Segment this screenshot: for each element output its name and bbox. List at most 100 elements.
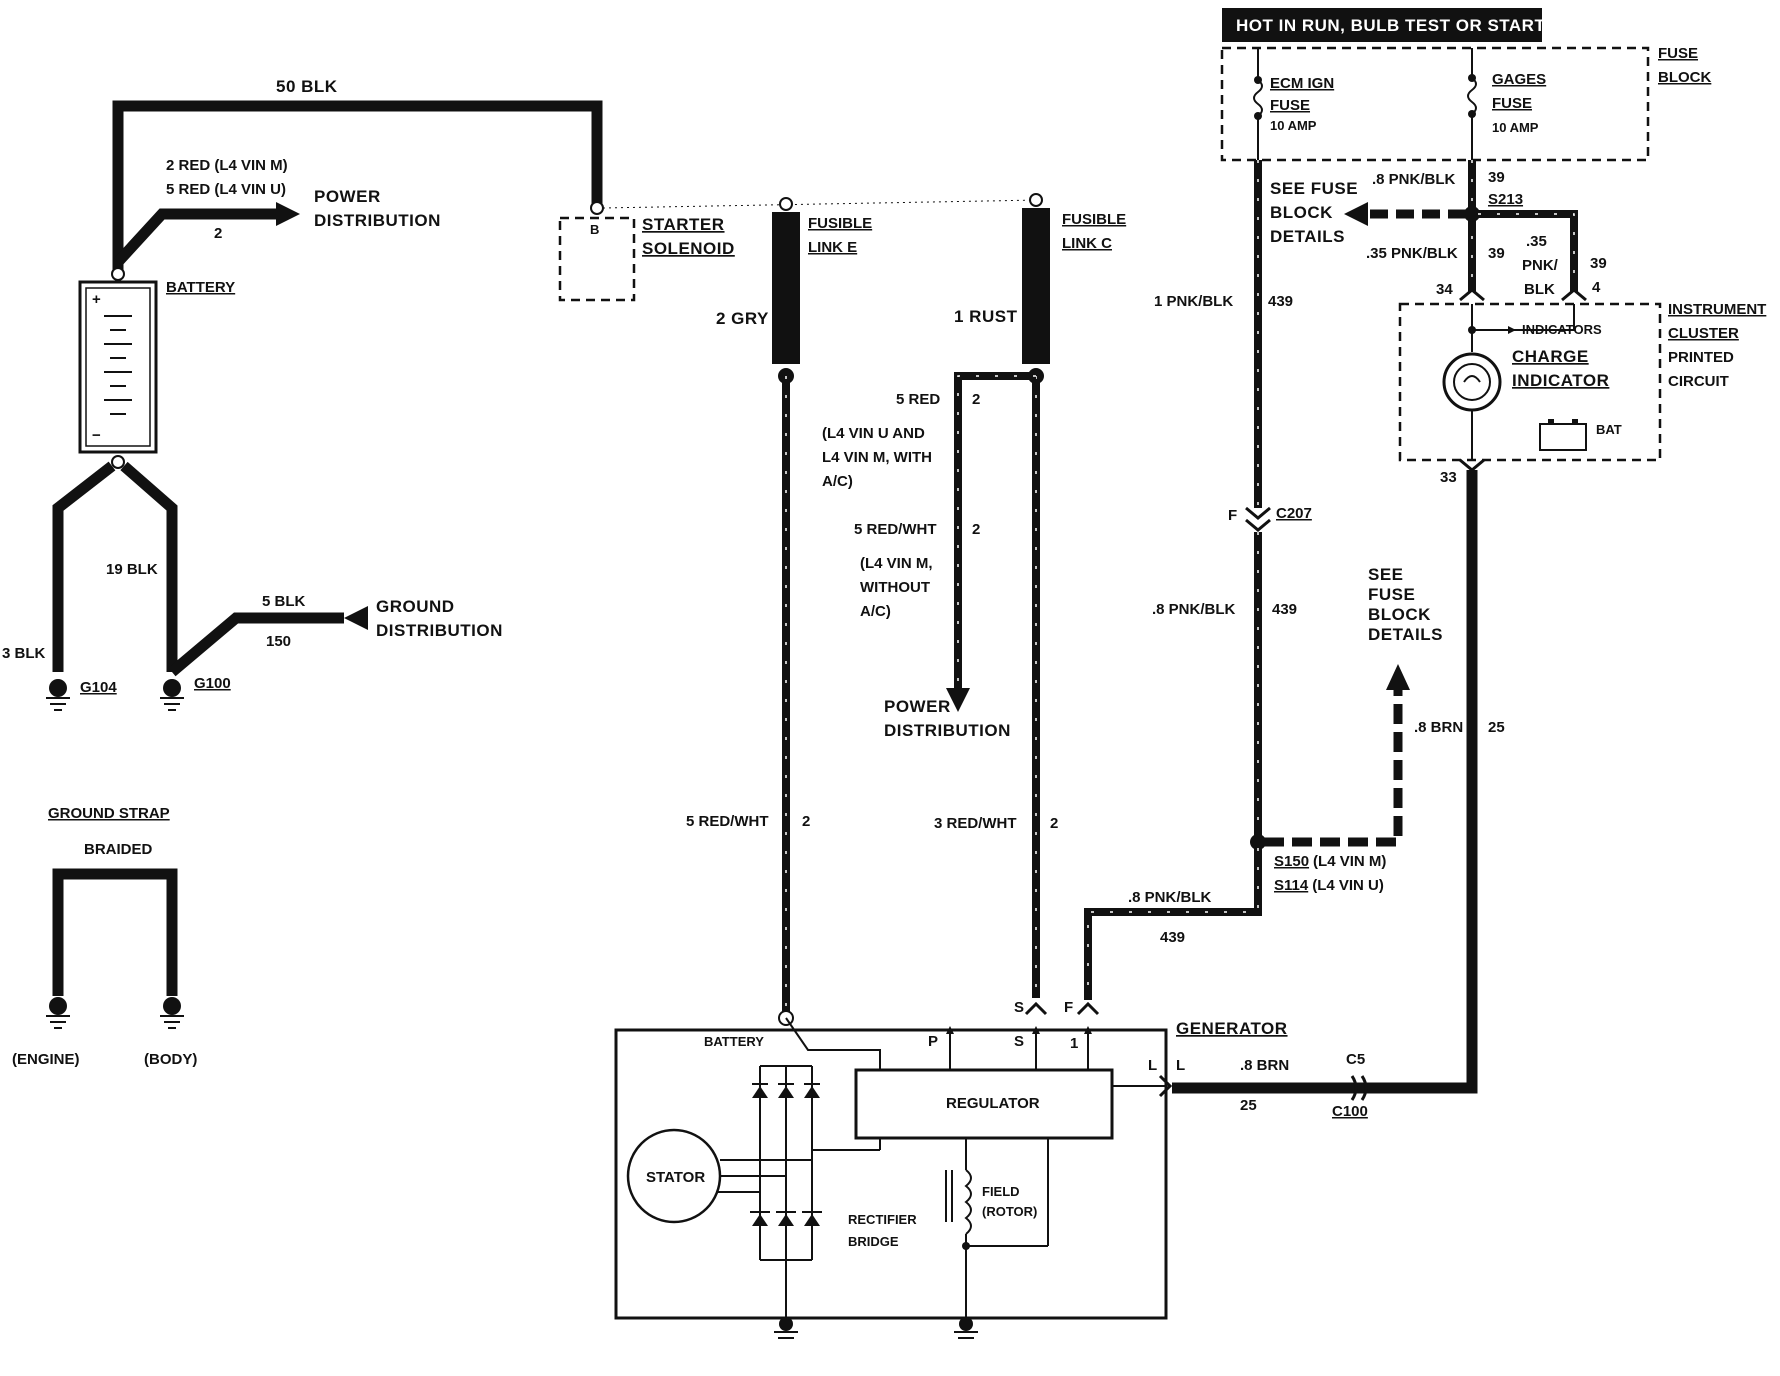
fusible-e-label-1: FUSIBLE bbox=[808, 215, 872, 232]
wire-5-blk bbox=[168, 612, 344, 677]
g104-label: G104 bbox=[80, 679, 117, 696]
starter-solenoid-box bbox=[558, 216, 636, 302]
mid-power-dist-2: DISTRIBUTION bbox=[884, 721, 1011, 740]
fusible-link-e: FUSIBLE LINK E 2 GRY bbox=[716, 197, 872, 384]
fusible-c-wire: 1 RUST bbox=[954, 307, 1018, 326]
starter-label-1: STARTER bbox=[642, 215, 725, 234]
regulator-label: REGULATOR bbox=[946, 1095, 1040, 1112]
s114-note: (L4 VIN U) bbox=[1312, 877, 1384, 894]
g100-ground-icon bbox=[160, 679, 184, 711]
ic-label-2: CLUSTER bbox=[1668, 325, 1739, 342]
circuit-150-label: 150 bbox=[266, 633, 291, 650]
wire-2red-label: 2 RED (L4 VIN M) bbox=[166, 157, 288, 174]
svg-text:+: + bbox=[92, 291, 101, 308]
pnk1-label: 1 PNK/BLK bbox=[1154, 293, 1233, 310]
red5-ckt: 2 bbox=[972, 391, 980, 408]
fusible-link-c: FUSIBLE LINK C 1 RUST bbox=[954, 193, 1126, 384]
see-lower-1: SEE bbox=[1368, 565, 1404, 584]
wire-50-blk bbox=[112, 100, 603, 272]
generator-label: GENERATOR bbox=[1176, 1019, 1288, 1038]
pnk8-label: .8 PNK/BLK bbox=[1372, 171, 1456, 188]
instrument-cluster-outline bbox=[1398, 302, 1662, 462]
body-label: (BODY) bbox=[144, 1051, 197, 1068]
starter-solenoid: B STARTER SOLENOID bbox=[558, 201, 735, 302]
generator-outline bbox=[614, 1028, 1168, 1320]
ground-strap-wire bbox=[52, 868, 178, 996]
starter-label-2: SOLENOID bbox=[642, 239, 735, 258]
power-dist-1: POWER bbox=[314, 187, 381, 206]
engine-ground-icon bbox=[46, 997, 70, 1029]
wire-5red-label: 5 RED (L4 VIN U) bbox=[166, 181, 286, 198]
ground-strap-sub: BRAIDED bbox=[84, 841, 153, 858]
wire-5blk-label: 5 BLK bbox=[262, 593, 306, 610]
gen-s: S bbox=[1014, 1033, 1024, 1050]
gen-l-out: L bbox=[1176, 1057, 1185, 1074]
right-drop-ckt: 2 bbox=[1050, 815, 1058, 832]
g104-ground-icon bbox=[46, 679, 70, 711]
s150-id: S150 bbox=[1274, 853, 1309, 870]
ckt39a-label: 39 bbox=[1488, 169, 1505, 186]
wire-3-blk bbox=[52, 461, 116, 672]
stator-label: STATOR bbox=[646, 1169, 705, 1186]
pin33-label: 33 bbox=[1440, 469, 1457, 486]
fuse-block-outline bbox=[1220, 46, 1650, 162]
see-fuse-3: DETAILS bbox=[1270, 227, 1345, 246]
generator: GENERATOR BATTERY S F P S 1 REGULATOR L bbox=[614, 999, 1368, 1339]
hot-in-run-banner: HOT IN RUN, BULB TEST OR START bbox=[1222, 8, 1545, 42]
gen-ckt25: 25 bbox=[1240, 1097, 1257, 1114]
wire-5-red-branch bbox=[954, 372, 1036, 690]
right-drop-label: 3 RED/WHT bbox=[934, 815, 1017, 832]
g100-label: G100 bbox=[194, 675, 231, 692]
ecm-fuse-line1: ECM IGN bbox=[1270, 75, 1334, 92]
note-noac-2: WITHOUT bbox=[860, 579, 930, 596]
s150-note: (L4 VIN M) bbox=[1313, 853, 1386, 870]
see-lower-3: BLOCK bbox=[1368, 605, 1431, 624]
pnk35b-2: PNK/ bbox=[1522, 257, 1559, 274]
power-dist-2: DISTRIBUTION bbox=[314, 211, 441, 230]
note-noac-3: A/C) bbox=[860, 603, 891, 620]
gen-ground-right-icon bbox=[954, 1310, 978, 1339]
fuse-block: FUSE BLOCK ECM IGN FUSE 10 AMP GAGES FUS… bbox=[1220, 45, 1711, 162]
ic-label-3: PRINTED bbox=[1668, 349, 1734, 366]
see-fuse-2: BLOCK bbox=[1270, 203, 1333, 222]
ground-strap: GROUND STRAP BRAIDED (ENGINE) (BODY) bbox=[12, 805, 197, 1068]
gages-fuse-rating: 10 AMP bbox=[1492, 120, 1539, 135]
power-dist-arrow bbox=[276, 202, 300, 226]
s150-splice bbox=[1250, 834, 1266, 850]
wire-19-label: 19 BLK bbox=[106, 561, 158, 578]
engine-label: (ENGINE) bbox=[12, 1051, 80, 1068]
rectifier-bridge bbox=[750, 1065, 822, 1310]
gen-battery-label: BATTERY bbox=[704, 1034, 764, 1049]
fusible-e-wire: 2 GRY bbox=[716, 309, 769, 328]
note-ac-3: A/C) bbox=[822, 473, 853, 490]
c100-connector bbox=[1350, 1075, 1358, 1101]
s114-id: S114 bbox=[1274, 877, 1309, 894]
gen-c100: C100 bbox=[1332, 1103, 1368, 1120]
rectifier-label-2: BRIDGE bbox=[848, 1234, 899, 1249]
s213-splice bbox=[1464, 206, 1480, 222]
gen-c5: C5 bbox=[1346, 1051, 1365, 1068]
ckt439a-label: 439 bbox=[1268, 293, 1293, 310]
wire-8-pnk-blk-gen bbox=[1084, 848, 1262, 1000]
note-ac-2: L4 VIN M, WITH bbox=[822, 449, 932, 466]
field-rotor-icon bbox=[945, 1138, 1049, 1310]
battery-section: 50 BLK 2 RED (L4 VIN M) 5 RED (L4 VIN U)… bbox=[2, 77, 603, 711]
gen-l-in: L bbox=[1148, 1057, 1157, 1074]
fusible-link-e-body bbox=[772, 212, 800, 364]
c207-connector bbox=[1245, 506, 1271, 520]
ckt39b-label: 39 bbox=[1488, 245, 1505, 262]
note-ac-1: (L4 VIN U AND bbox=[822, 425, 925, 442]
field-label-1: FIELD bbox=[982, 1184, 1020, 1199]
ckt439b-label: 439 bbox=[1272, 601, 1297, 618]
right-wires: SEE FUSE BLOCK DETAILS 1 PNK/BLK 439 F C… bbox=[1084, 160, 1607, 1000]
pnk35b-3: BLK bbox=[1524, 281, 1555, 298]
ckt439c-label: 439 bbox=[1160, 929, 1185, 946]
regulator-box bbox=[854, 1068, 1114, 1140]
charge-label-2: INDICATOR bbox=[1512, 371, 1609, 390]
note-noac-1: (L4 VIN M, bbox=[860, 555, 933, 572]
redwht5-label: 5 RED/WHT bbox=[854, 521, 937, 538]
fusible-c-label-2: LINK C bbox=[1062, 235, 1112, 252]
ic-label-1: INSTRUMENT bbox=[1668, 301, 1766, 318]
c207-f: F bbox=[1228, 507, 1237, 524]
